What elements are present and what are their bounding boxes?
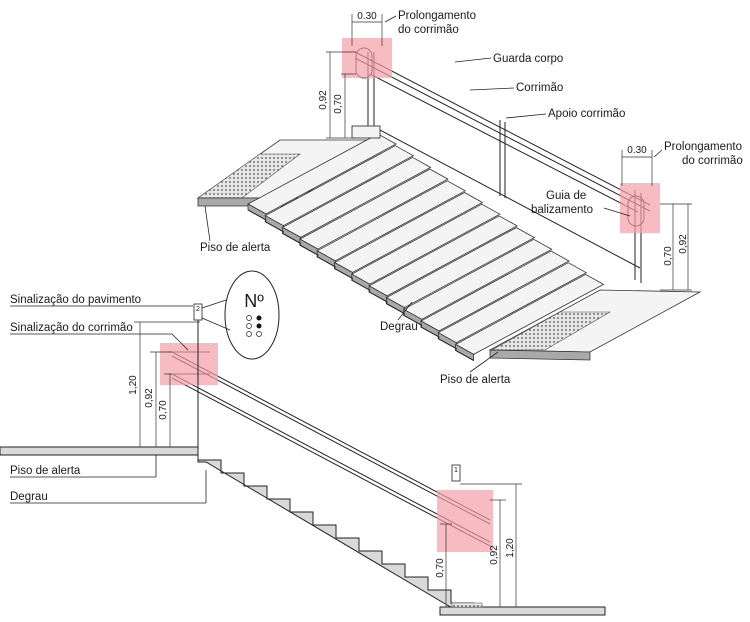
bottom-landing-edge: [489, 349, 591, 361]
isometric-steps: [247, 133, 605, 362]
signage-top-number: 2: [196, 306, 200, 313]
isometric-view: 0.30 Prolongamento do corrimão 0,92 0,70…: [196, 10, 743, 386]
stair-stringer: [247, 209, 474, 361]
label-prolongamento-top-2: do corrimão: [398, 24, 459, 36]
dim-iso-092: 0,92: [318, 90, 329, 110]
label-guarda-corpo: Guarda corpo: [493, 53, 563, 65]
post-base-top: [351, 125, 381, 139]
dim-sec-right-092: 0,92: [489, 545, 500, 565]
dim-sec-092: 0,92: [144, 388, 155, 408]
label-degrau-section: Degrau: [10, 491, 48, 503]
dim-iso-070: 0,70: [333, 94, 344, 114]
label-apoio-corrimao: Apoio corrimão: [548, 108, 625, 120]
dim-sec-120: 1,20: [128, 375, 139, 395]
braille-detail-circle: [224, 270, 280, 360]
guard-rail: [354, 51, 651, 206]
tactile-floor-bottom: [490, 311, 612, 351]
tactile-floor-section: [451, 602, 483, 608]
dim-ext-top: 0.30: [357, 11, 377, 22]
dim-iso-right-070: 0,70: [663, 246, 674, 266]
label-prolongamento-top-1: Prolongamento: [398, 10, 476, 22]
label-piso-alerta-iso-left: Piso de alerta: [200, 242, 271, 254]
braille-symbol: Nº: [244, 291, 264, 311]
label-guia-2: balizamento: [531, 204, 593, 216]
label-sinalizacao-corrimao: Sinalização do corrimão: [10, 322, 133, 334]
dim-iso-right-092: 0,92: [678, 234, 689, 254]
highlight-right: [620, 183, 660, 233]
label-degrau-iso: Degrau: [380, 321, 418, 333]
lower-floor: [439, 606, 606, 616]
label-prolongamento-right-1: Prolongamento: [664, 141, 742, 153]
label-piso-alerta-section: Piso de alerta: [10, 465, 81, 477]
upper-floor: [0, 446, 199, 456]
highlight-section-top: [160, 343, 218, 385]
label-piso-alerta-iso-bottom: Piso de alerta: [440, 374, 511, 386]
handrail: [369, 73, 639, 213]
dim-sec-right-120: 1,20: [505, 538, 516, 558]
label-corrimao: Corrimão: [516, 82, 563, 94]
signage-bottom-number: 1: [454, 467, 458, 474]
signage-plate-bottom: [451, 464, 461, 482]
guide-rail: [379, 129, 641, 269]
guard-rail-under: [354, 57, 651, 212]
label-guia-1: Guia de: [546, 190, 586, 202]
dim-sec-right-070: 0,70: [435, 558, 446, 578]
dim-sec-070: 0,70: [158, 400, 169, 420]
braille-dots: [246, 315, 262, 337]
highlight-section-bottom: [437, 490, 493, 552]
label-prolongamento-right-2: do corrimão: [682, 155, 743, 167]
section-view: 2 1 Nº Sinalização do pavimento Sinaliza…: [0, 270, 606, 616]
label-sinalizacao-pavimento: Sinalização do pavimento: [10, 294, 141, 306]
dim-ext-right: 0.30: [627, 145, 647, 156]
highlight-top: [342, 38, 392, 78]
